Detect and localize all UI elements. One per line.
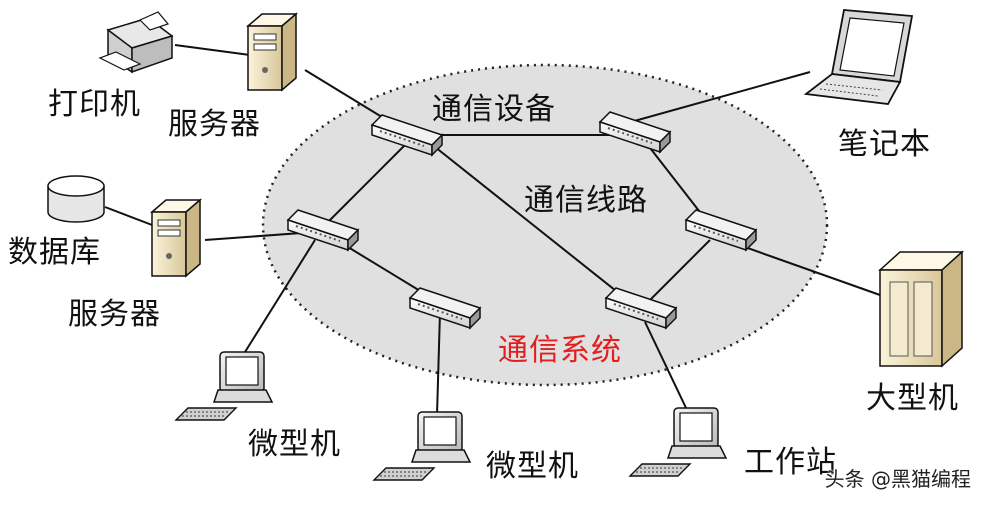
microcomputer-center-label: 微型机 — [486, 449, 579, 484]
microcomputer-left-icon — [175, 351, 273, 421]
watermark: 头条 @黑猫编程 — [824, 467, 971, 491]
workstation-label: 工作站 — [744, 445, 837, 480]
microcomputer-center-icon — [373, 411, 471, 481]
server-top-icon — [247, 13, 297, 91]
connection-lines — [104, 44, 881, 416]
printer-label: 打印机 — [48, 87, 141, 122]
server-left-label: 服务器 — [68, 297, 161, 332]
database-icon — [47, 175, 105, 223]
mainframe-label: 大型机 — [866, 381, 959, 416]
comm-device-label: 通信设备 — [432, 92, 556, 127]
laptop-label: 笔记本 — [838, 127, 931, 162]
microcomputer-left-label: 微型机 — [248, 427, 341, 462]
printer-icon — [98, 11, 174, 74]
server-top-label: 服务器 — [168, 107, 261, 142]
server-left-icon — [151, 199, 201, 277]
laptop-icon — [803, 9, 914, 105]
comm-system-label: 通信系统 — [498, 333, 622, 368]
database-label: 数据库 — [8, 235, 101, 270]
mainframe-icon — [878, 250, 964, 368]
comm-line-label: 通信线路 — [524, 183, 648, 218]
workstation-icon — [629, 407, 727, 477]
